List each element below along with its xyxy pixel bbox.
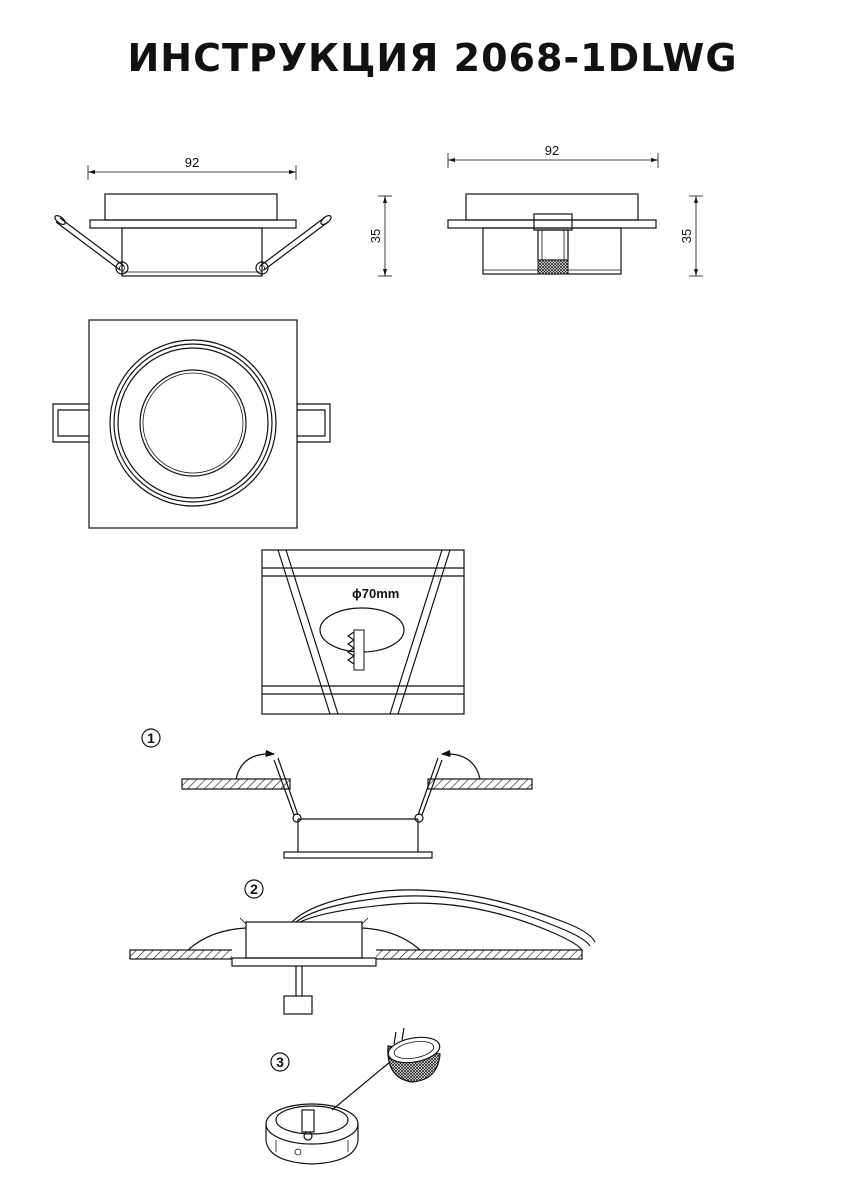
step-3-badge: 3 xyxy=(276,1054,284,1070)
step-1-badge: 1 xyxy=(147,730,155,746)
top-view xyxy=(52,319,331,529)
dimension-front-width: 92 xyxy=(545,143,559,158)
page-title: ИНСТРУКЦИЯ 2068-1DLWG xyxy=(127,36,738,80)
front-view: 92 35 xyxy=(447,143,703,277)
step-3-installation: 3 xyxy=(265,1027,441,1165)
step-2-installation: 2 xyxy=(129,879,596,1015)
step-1-installation: 1 xyxy=(141,728,533,859)
dimension-front-height: 35 xyxy=(679,229,694,243)
dimension-side-height: 35 xyxy=(368,229,383,243)
dimension-side-width: 92 xyxy=(185,155,199,170)
step-2-badge: 2 xyxy=(250,881,258,897)
cutout-diameter-label: ϕ70mm xyxy=(352,586,399,601)
side-view: 92 35 xyxy=(54,155,392,277)
ceiling-cutout-detail: ϕ70mm xyxy=(261,549,465,715)
